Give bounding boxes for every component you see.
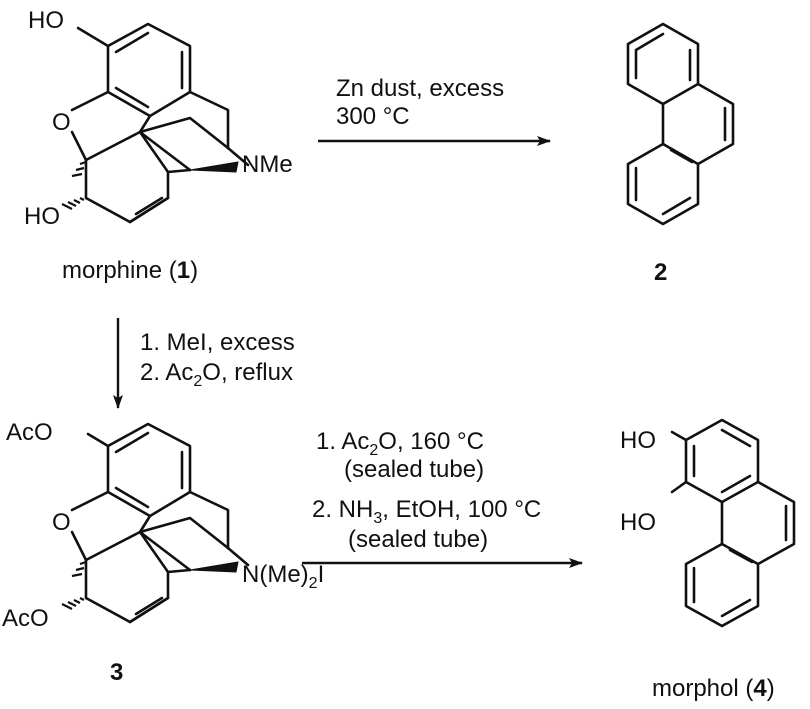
morphol-label: morphol (4)	[652, 675, 775, 702]
morphine-label: morphine (1)	[62, 257, 198, 284]
compound-3-label: 3	[110, 659, 123, 686]
atom-nme: NMe	[242, 151, 293, 178]
reaction3-line2: (sealed tube)	[344, 456, 484, 483]
atom-nme2i: N(Me)2I	[242, 561, 324, 592]
hash-bond-ring-3	[71, 560, 87, 578]
atom-aco-bottom: AcO	[2, 605, 49, 632]
atom-ho-2: HO	[620, 509, 656, 536]
hash-bond-oh	[61, 197, 85, 210]
morphine-label-close: )	[190, 257, 198, 284]
atom-aco-top: AcO	[6, 419, 53, 446]
morphine-structure: HO O NMe HO	[24, 7, 293, 230]
hash-bond-ring	[71, 160, 87, 178]
reaction2-line1: 1. MeI, excess	[140, 329, 295, 356]
morphine-label-number: 1	[177, 257, 190, 284]
reaction3-line4: (sealed tube)	[348, 526, 488, 553]
hash-bond-oac	[61, 597, 85, 610]
atom-ho-bottom: HO	[24, 203, 60, 230]
atom-ho-top: HO	[28, 7, 64, 34]
morphol-structure	[670, 418, 796, 628]
phenanthrene-label: 2	[654, 259, 667, 286]
atom-o-ring-3: O	[52, 509, 71, 536]
reaction1-line2: 300 °C	[336, 103, 410, 130]
reaction1-line1: Zn dust, excess	[336, 75, 504, 102]
reaction2-line2: 2. Ac2O, reflux	[140, 359, 293, 390]
atom-ho-1: HO	[620, 427, 656, 454]
compound-3-structure: AcO O N(Me)2I AcO	[2, 419, 324, 632]
reaction3-line3: 2. NH3, EtOH, 100 °C	[312, 496, 541, 527]
phenanthrene-structure	[626, 22, 735, 226]
reaction3-line1: 1. Ac2O, 160 °C	[316, 428, 484, 459]
atom-o-ring: O	[52, 109, 71, 136]
morphine-label-name: morphine (	[62, 257, 177, 284]
